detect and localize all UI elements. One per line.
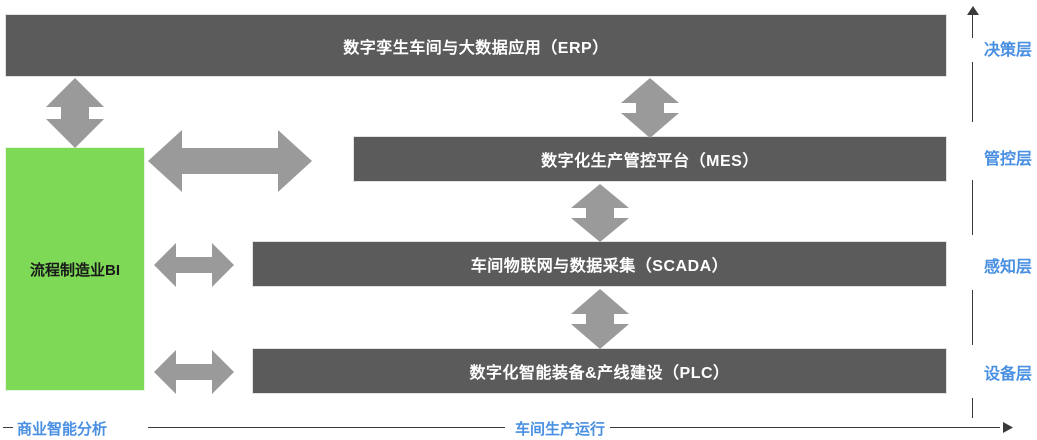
axis-segment-4	[972, 290, 973, 345]
layer-box-erp-label: 数字孪生车间与大数据应用（ERP）	[343, 39, 609, 57]
layer-box-erp[interactable]: 数字孪生车间与大数据应用（ERP）	[5, 14, 947, 77]
layer-box-bi-label: 流程制造业BI	[29, 261, 120, 279]
axis-right-arrow	[999, 421, 1013, 434]
horizontal-double-arrow-icon	[154, 243, 234, 287]
axis-label-left-text: 商业智能分析	[17, 421, 108, 438]
axis-label-bottom-text: 车间生产运行	[515, 421, 606, 438]
horizontal-double-arrow-icon	[154, 350, 234, 394]
layer-box-plc-label: 数字化智能装备&产线建设（PLC）	[469, 365, 730, 382]
layer-label-decision-text: 决策层	[984, 42, 1033, 59]
arrow-bi-plc	[154, 350, 234, 394]
axis-segment-1	[972, 14, 973, 38]
arrow-bi-scada	[154, 243, 234, 287]
layer-label-equipment-text: 设备层	[984, 366, 1033, 383]
up-arrow-icon	[967, 6, 979, 15]
axis-segment-5	[972, 398, 973, 418]
layer-box-scada[interactable]: 车间物联网与数据采集（SCADA）	[252, 241, 947, 287]
arrow-erp-mes	[620, 78, 680, 138]
layer-box-mes[interactable]: 数字化生产管控平台（MES）	[353, 136, 947, 182]
layer-box-plc[interactable]: 数字化智能装备&产线建设（PLC）	[252, 348, 947, 394]
axis-up-arrow	[966, 6, 980, 20]
layer-label-perception-text: 感知层	[984, 259, 1033, 276]
axis-segment-2	[972, 62, 973, 122]
right-arrow-icon	[1003, 422, 1013, 433]
layer-box-mes-label: 数字化生产管控平台（MES）	[541, 153, 759, 170]
bottom-axis-segment-left	[3, 427, 13, 428]
arrow-erp-bi	[45, 78, 105, 148]
vertical-double-arrow-icon	[571, 184, 629, 242]
layer-label-control-text: 管控层	[984, 151, 1033, 168]
vertical-double-arrow-icon	[621, 78, 679, 138]
axis-label-bottom: 车间生产运行	[512, 418, 609, 439]
layer-label-control: 管控层	[984, 145, 1032, 169]
bottom-axis-segment-mid-left	[148, 427, 505, 428]
axis-label-left: 商业智能分析	[14, 418, 111, 439]
layer-box-bi[interactable]: 流程制造业BI	[5, 147, 145, 391]
axis-segment-3	[972, 180, 973, 235]
layer-label-perception: 感知层	[984, 253, 1032, 277]
arrow-bi-mes	[148, 130, 312, 192]
layer-label-equipment: 设备层	[984, 360, 1032, 384]
horizontal-double-arrow-icon	[148, 130, 312, 192]
vertical-double-arrow-icon	[571, 289, 629, 349]
layer-box-scada-label: 车间物联网与数据采集（SCADA）	[470, 258, 729, 275]
vertical-double-arrow-icon	[46, 78, 104, 148]
bottom-axis-segment-mid-right	[610, 427, 1000, 428]
layer-label-decision: 决策层	[984, 36, 1032, 60]
arrow-mes-scada	[570, 184, 630, 242]
arrow-scada-plc	[570, 289, 630, 349]
